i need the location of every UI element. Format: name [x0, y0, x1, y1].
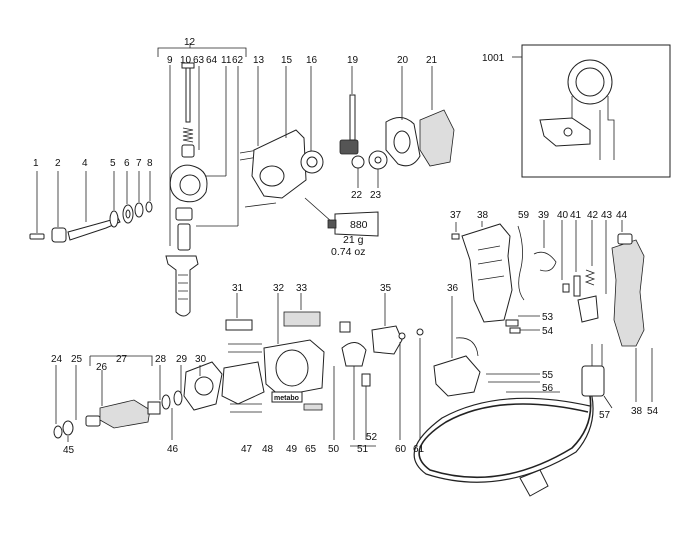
grease-weight-oz: 0.74 oz	[331, 246, 365, 258]
callout-22: 22	[351, 190, 363, 201]
grease-tube-label: 880	[350, 219, 368, 231]
callout-54-top: 54	[542, 326, 554, 337]
callout-6: 6	[124, 158, 130, 169]
callout-21: 21	[426, 55, 438, 66]
motor-assembly: metabo	[183, 293, 424, 447]
callout-27: 27	[116, 354, 128, 365]
callout-20: 20	[397, 55, 409, 66]
callout-41: 41	[570, 210, 582, 221]
callout-26: 26	[96, 362, 108, 373]
grease-tube: 880 21 g 0.74 oz	[304, 197, 379, 258]
callout-19: 19	[347, 55, 359, 66]
callout-35: 35	[380, 283, 392, 294]
callout-54-bottom: 54	[647, 406, 659, 417]
handle-switch-assembly	[451, 220, 653, 402]
bracket-12	[157, 43, 247, 57]
side-handle-assembly	[165, 62, 239, 317]
callout-57: 57	[599, 410, 611, 421]
callout-32: 32	[273, 283, 285, 294]
callout-40: 40	[557, 210, 569, 221]
brand-label: metabo	[274, 395, 299, 402]
callout-47: 47	[241, 444, 253, 455]
armature-assembly	[53, 355, 201, 442]
callout-65: 65	[305, 444, 317, 455]
callout-12: 12	[184, 37, 196, 48]
callout-31: 31	[232, 283, 244, 294]
callout-29: 29	[176, 354, 188, 365]
callout-38-top: 38	[477, 210, 489, 221]
callout-23: 23	[370, 190, 382, 201]
callout-4: 4	[82, 158, 88, 169]
callout-55: 55	[542, 370, 554, 381]
callout-9: 9	[167, 55, 173, 66]
callout-1001: 1001	[482, 53, 505, 64]
callout-33: 33	[296, 283, 308, 294]
callout-28: 28	[155, 354, 167, 365]
switch-and-cable	[413, 296, 613, 497]
callout-labels: 1 2 4 5 6 7 8 9 10 12 63 64 11 62 13 15 …	[33, 37, 659, 456]
callout-1: 1	[33, 158, 39, 169]
callout-45: 45	[63, 445, 75, 456]
callout-36: 36	[447, 283, 459, 294]
callout-24: 24	[51, 354, 63, 365]
callout-60: 60	[395, 444, 407, 455]
callout-63: 63	[193, 55, 205, 66]
callout-39: 39	[538, 210, 550, 221]
callout-2: 2	[55, 158, 61, 169]
callout-48: 48	[262, 444, 274, 455]
callout-5: 5	[110, 158, 116, 169]
callout-59: 59	[518, 210, 530, 221]
inset-wiring-diagram	[512, 44, 671, 178]
callout-53: 53	[542, 312, 554, 323]
callout-62: 62	[232, 55, 244, 66]
callout-43: 43	[601, 210, 613, 221]
callout-8: 8	[147, 158, 153, 169]
spindle-assembly	[29, 171, 153, 243]
callout-49: 49	[286, 444, 298, 455]
callout-56: 56	[542, 383, 554, 394]
callout-11: 11	[221, 55, 232, 66]
callout-42: 42	[587, 210, 599, 221]
callout-38-bottom: 38	[631, 406, 643, 417]
callout-52: 52	[366, 432, 378, 443]
callout-50: 50	[328, 444, 340, 455]
callout-13: 13	[253, 55, 265, 66]
callout-51: 51	[357, 444, 369, 455]
callout-46: 46	[167, 444, 179, 455]
callout-30: 30	[195, 354, 207, 365]
callout-44: 44	[616, 210, 628, 221]
callout-64: 64	[206, 55, 218, 66]
grease-weight-g: 21 g	[343, 234, 364, 246]
callout-7: 7	[136, 158, 142, 169]
callout-16: 16	[306, 55, 318, 66]
gearbox-assembly	[239, 66, 455, 208]
callout-10: 10	[180, 55, 192, 66]
callout-37: 37	[450, 210, 462, 221]
callout-61: 61	[413, 444, 425, 455]
callout-25: 25	[71, 354, 83, 365]
callout-15: 15	[281, 55, 293, 66]
